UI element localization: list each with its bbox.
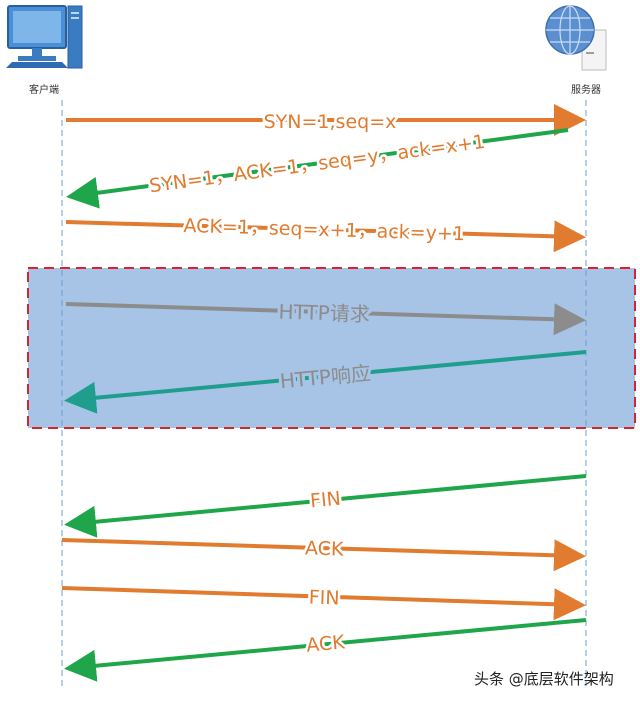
- message-syn-ack: SYN=1，ACK=1，seq=y，ack=x+1: [66, 128, 569, 209]
- message-arrow-ack-1: [61, 538, 586, 572]
- message-label-syn-ack: SYN=1，ACK=1，seq=y，ack=x+1: [148, 131, 486, 198]
- message-label-ack-2: ACK: [305, 631, 346, 657]
- message-arrow-http-response: [64, 350, 587, 414]
- message-label-http-request: HTTP请求: [278, 300, 370, 327]
- client-label: 客户端: [29, 83, 59, 96]
- message-label-syn: SYN=1,seq=x: [264, 111, 397, 133]
- http-exchange-highlight: [27, 267, 636, 429]
- server-icon: [545, 5, 607, 71]
- message-label-ack: ACK=1，seq=x+1，ack=y+1: [183, 215, 465, 245]
- watermark: 头条 @底层软件架构: [474, 670, 614, 688]
- message-arrow-syn-ack: [66, 128, 569, 209]
- message-ack-1: ACK: [61, 535, 586, 572]
- message-label-fin-1: FIN: [309, 488, 342, 513]
- message-arrow-fin-2: [61, 586, 586, 621]
- server-label: 服务器: [571, 83, 601, 96]
- message-arrow-ack: [65, 220, 586, 253]
- message-http-request: HTTP请求: [65, 297, 586, 336]
- message-label-fin-2: FIN: [308, 586, 339, 609]
- message-fin-2: FIN: [61, 584, 586, 621]
- computer-icon: [6, 5, 83, 69]
- message-label-http-response: HTTP响应: [279, 361, 372, 393]
- message-ack: ACK=1，seq=x+1，ack=y+1: [65, 212, 586, 253]
- message-http-response: HTTP响应: [64, 350, 587, 414]
- message-arrow-fin-1: [64, 474, 587, 538]
- message-fin-1: FIN: [64, 474, 587, 538]
- message-arrow-http-request: [65, 302, 586, 336]
- message-label-ack-1: ACK: [305, 537, 345, 560]
- message-ack-2: ACK: [64, 618, 587, 682]
- message-arrow-ack-2: [64, 618, 587, 682]
- message-syn: SYN=1,seq=x: [66, 104, 586, 136]
